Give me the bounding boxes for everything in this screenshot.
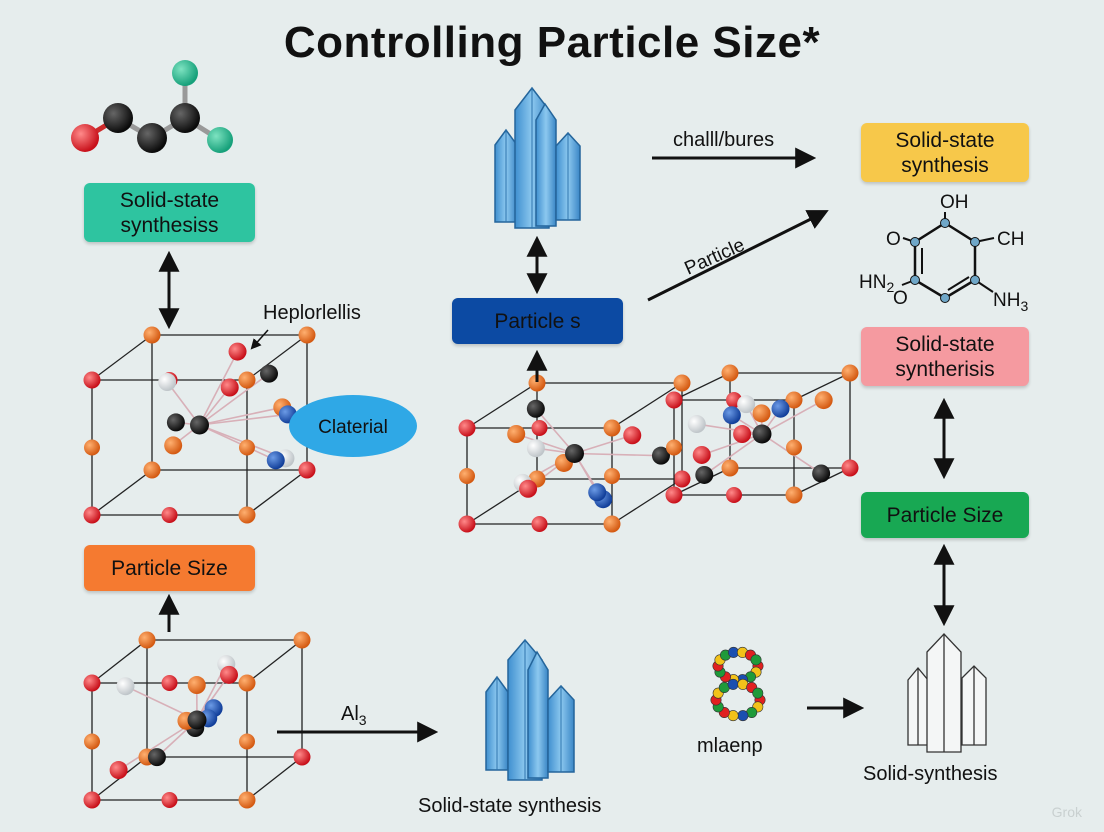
arrows [158, 147, 955, 743]
mol-hn2-text: HN2 [859, 272, 894, 295]
ellipse-label: Clateria​l [318, 417, 388, 438]
ellipse-shape [289, 395, 417, 457]
crystal-top-center [494, 86, 581, 229]
box-solid-state-left: Solid-state synthesiss [84, 183, 255, 242]
mol-o-text: O [886, 229, 901, 250]
label-particle-diagonal: Particle [681, 235, 747, 280]
page-title: Controlling Particle Size* [283, 18, 821, 67]
label-al3: Al3 [341, 703, 367, 728]
mol-o-small-text: O [893, 288, 908, 309]
lattice-cube [83, 326, 316, 524]
watermark: Grok [1051, 804, 1082, 820]
lattice-cube [665, 364, 859, 504]
box-particle-size-green: Particle Size [861, 492, 1029, 538]
label-heplorlellis: Heplorlellis [263, 302, 361, 324]
molecule-top-left [71, 60, 233, 153]
lattice-cube [458, 374, 691, 533]
mol-oh-text: OH [940, 192, 969, 213]
lattice-cube [83, 631, 311, 809]
label-solid-state-synthesis-bottom: Solid-state synthesis [418, 795, 602, 817]
mol-nh3-text: NH3 [993, 290, 1028, 314]
box-particle-s: Particle s [452, 298, 623, 344]
label-mlaenp: mlaenp [697, 735, 763, 757]
box-particle-size-orange: Particle Size [84, 545, 255, 591]
arrow-diagonal [647, 210, 829, 302]
hexagon-molecule: OH O CH HN2 O NH3 [859, 192, 1028, 314]
box-solid-state-top-right: Solid-state synthesis [861, 123, 1029, 182]
box-solid-state-pink: Solid-state syntherisis [861, 327, 1029, 386]
crystal-outline-bottom-right [907, 633, 987, 753]
mol-ch-text: CH [997, 229, 1024, 250]
crystal-bottom-center [485, 638, 575, 781]
pointer-heplorlellis [250, 329, 269, 350]
label-solid-synthesis: Solid-synthesis [863, 763, 998, 785]
label-challl-bures: challl/bures [673, 129, 775, 151]
crystal-lattices [83, 326, 859, 809]
bead-ring-molecule [710, 646, 766, 722]
